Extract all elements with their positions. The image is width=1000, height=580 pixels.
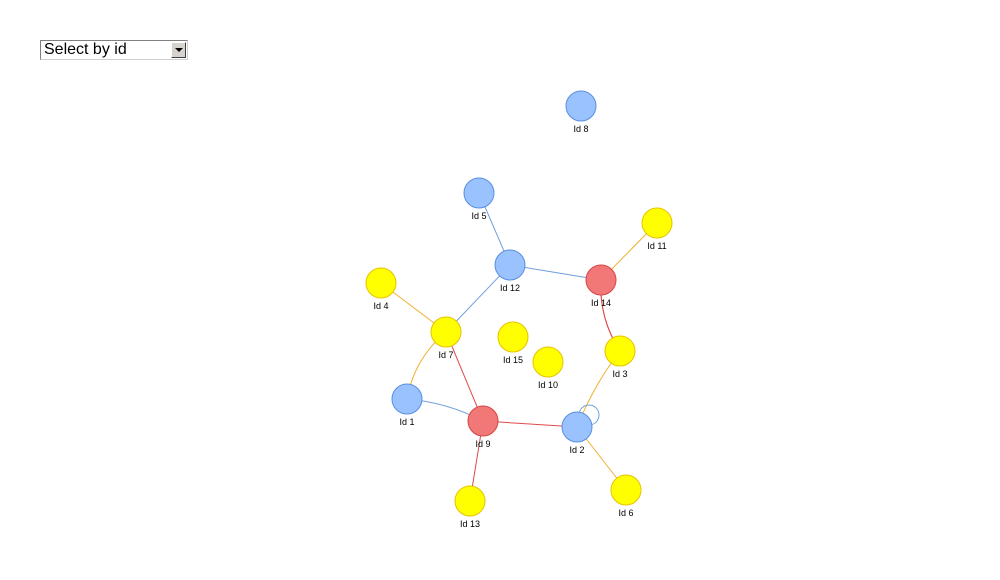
node-14[interactable]: Id 14 [585,264,617,308]
node-9[interactable]: Id 9 [467,405,499,449]
node-label-14: Id 14 [591,298,611,308]
node-label-13: Id 13 [460,519,480,529]
node-label-5: Id 5 [471,211,486,221]
node-label-12: Id 12 [500,283,520,293]
dropdown-button[interactable] [171,42,186,58]
node-12[interactable]: Id 12 [494,249,526,293]
node-label-1: Id 1 [399,417,414,427]
node-8[interactable]: Id 8 [565,90,597,134]
node-circle-3[interactable] [604,335,636,367]
node-label-7: Id 7 [438,350,453,360]
node-label-8: Id 8 [573,124,588,134]
select-by-id-label: Select by id [44,41,127,58]
select-by-id-dropdown[interactable]: Select by id [40,40,188,60]
node-5[interactable]: Id 5 [463,177,495,221]
node-7[interactable]: Id 7 [430,316,462,360]
node-label-11: Id 11 [647,241,666,251]
node-13[interactable]: Id 13 [454,485,486,529]
node-label-2: Id 2 [569,445,584,455]
node-6[interactable]: Id 6 [610,474,642,518]
node-label-15: Id 15 [503,355,523,365]
node-circle-11[interactable] [641,207,673,239]
node-label-3: Id 3 [612,369,627,379]
node-label-9: Id 9 [475,439,490,449]
node-10[interactable]: Id 10 [532,346,564,390]
node-circle-5[interactable] [463,177,495,209]
nodes-layer: Id 8 Id 5 Id 11 Id 12 Id 14 Id 4 Id 7 Id 15 Id 3… [365,90,673,529]
node-3[interactable]: Id 3 [604,335,636,379]
node-2[interactable]: Id 2 [561,411,593,455]
node-4[interactable]: Id 4 [365,267,397,311]
node-circle-2[interactable] [561,411,593,443]
chevron-down-icon [175,48,183,52]
node-circle-9[interactable] [467,405,499,437]
node-circle-4[interactable] [365,267,397,299]
node-circle-8[interactable] [565,90,597,122]
node-circle-12[interactable] [494,249,526,281]
node-circle-1[interactable] [391,383,423,415]
node-1[interactable]: Id 1 [391,383,423,427]
node-circle-14[interactable] [585,264,617,296]
node-label-4: Id 4 [373,301,388,311]
node-circle-13[interactable] [454,485,486,517]
node-circle-7[interactable] [430,316,462,348]
node-15[interactable]: Id 15 [497,321,529,365]
node-circle-10[interactable] [532,346,564,378]
node-circle-6[interactable] [610,474,642,506]
node-circle-15[interactable] [497,321,529,353]
node-11[interactable]: Id 11 [641,207,673,251]
node-label-6: Id 6 [618,508,633,518]
node-label-10: Id 10 [538,380,558,390]
